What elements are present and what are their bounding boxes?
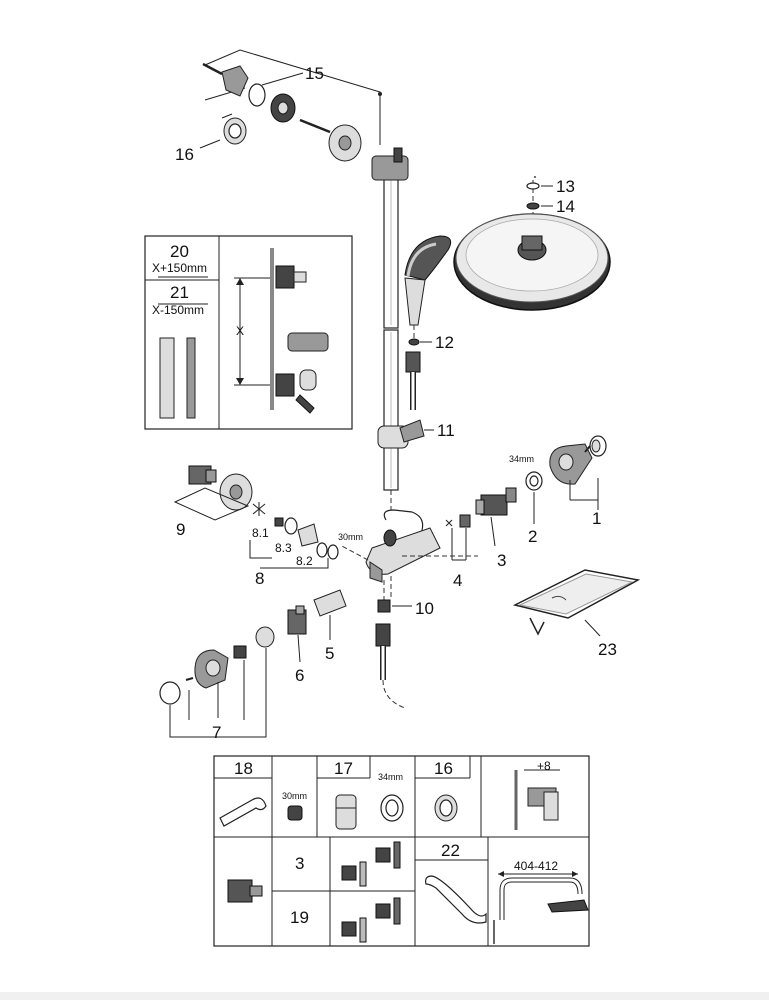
tools-spare-parts-table (213, 755, 590, 947)
table-16: 16 (434, 759, 453, 778)
cold-side-parts (159, 589, 347, 705)
callout-2: 2 (528, 527, 537, 546)
left-handle-assembly (188, 465, 339, 560)
shower-arm (378, 68, 539, 238)
callout-13: 13 (556, 177, 575, 196)
table-22: 22 (441, 841, 460, 860)
table-34mm: 34mm (378, 772, 403, 782)
slider-holder (377, 419, 434, 449)
callout-14: 14 (556, 197, 575, 216)
callout-8: 8 (255, 569, 264, 588)
callout-16: 16 (175, 145, 194, 164)
footer-strip (0, 992, 769, 1000)
inset-x-label: X (236, 324, 244, 338)
hand-shower (404, 235, 452, 345)
right-handle-assembly (445, 435, 607, 528)
wall-bracket-assembly (199, 49, 381, 162)
callout-8-1: 8.1 (252, 526, 269, 540)
inset-20-sub: X+150mm (152, 261, 207, 275)
rail-extension-inset (144, 235, 353, 430)
callout-3: 3 (497, 551, 506, 570)
callout-4: 4 (453, 571, 462, 590)
dim-34mm: 34mm (509, 454, 534, 464)
callout-9: 9 (176, 520, 185, 539)
glass-shelf (512, 569, 641, 636)
table-17: 17 (334, 759, 353, 778)
table-19: 19 (290, 908, 309, 927)
callout-8-3: 8.3 (275, 541, 292, 555)
inset-21-sub: X-150mm (152, 303, 204, 317)
rain-shower-head (453, 213, 611, 311)
dim-30mm: 30mm (338, 532, 363, 542)
table-range: 404-412 (514, 859, 558, 873)
thermostat-body (339, 509, 478, 600)
callout-1: 1 (592, 509, 601, 528)
inset-21: 21 (170, 283, 189, 302)
callout-10: 10 (415, 599, 434, 618)
callout-15: 15 (305, 64, 324, 83)
callout-11: 11 (437, 421, 455, 440)
table-3: 3 (295, 854, 304, 873)
callout-7: 7 (212, 723, 221, 742)
inset-20: 20 (170, 242, 189, 261)
table-18: 18 (234, 759, 253, 778)
callout-23: 23 (598, 640, 617, 659)
callout-8-2: 8.2 (296, 554, 313, 568)
callout-6: 6 (295, 666, 304, 685)
table-plus8: +8 (537, 759, 551, 773)
table-30mm: 30mm (282, 791, 307, 801)
shower-rail (371, 147, 409, 600)
callout-5: 5 (325, 644, 334, 663)
callout-12: 12 (435, 333, 454, 352)
